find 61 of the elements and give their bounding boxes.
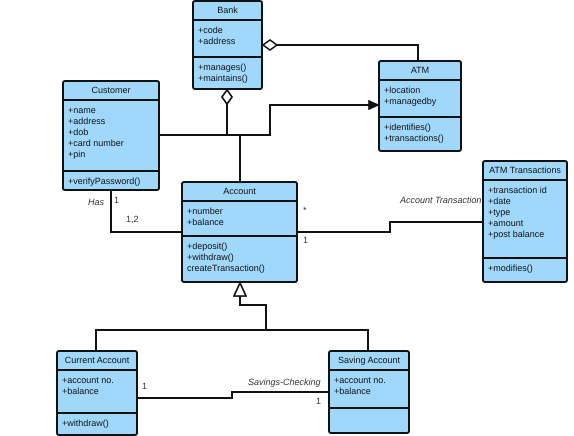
member-text: +location <box>384 85 422 96</box>
member-text: +pin <box>68 149 86 160</box>
class-name: Saving Account <box>336 354 402 367</box>
member-text: +dob <box>68 127 90 138</box>
class-box <box>192 0 263 90</box>
edge-label: Account Transaction <box>399 195 482 206</box>
multiplicity-label: 1 <box>114 195 120 205</box>
class-box <box>328 350 410 434</box>
member-text: +amount <box>488 218 524 229</box>
member-text: +account no. <box>62 375 115 386</box>
member-text: +deposit() <box>187 241 228 252</box>
member-text: +maintains() <box>198 73 249 84</box>
member-text: +code <box>198 25 224 36</box>
association-line <box>110 191 181 233</box>
multiplicity-label: 1 <box>316 396 322 406</box>
arrow <box>160 100 379 136</box>
member-text: +modifies() <box>488 263 534 274</box>
member-text: +withdraw() <box>187 252 235 263</box>
multiplicity-label: 1 <box>303 235 308 245</box>
multiplicity-label: 1,2 <box>126 214 139 224</box>
member-text: +card number <box>68 138 125 149</box>
class-box <box>181 181 298 283</box>
multiplicity-label: 1 <box>142 381 148 391</box>
class-compartment <box>64 170 158 189</box>
member-text: +number <box>187 206 224 217</box>
class-box <box>62 80 160 191</box>
member-text: +balance <box>62 386 100 397</box>
member-text: +post balance <box>488 229 546 240</box>
class-name: Current Account <box>64 354 130 367</box>
member-text: +type <box>488 207 512 218</box>
member-text: createTransaction() <box>187 263 266 274</box>
member-text: +account no. <box>334 375 387 386</box>
member-text: +withdraw() <box>62 418 110 429</box>
member-text: +transaction id <box>488 185 548 196</box>
member-text: +transactions() <box>384 133 445 144</box>
member-text: +date <box>488 196 512 207</box>
class-name: ATM <box>410 64 430 77</box>
member-text: +identifies() <box>384 122 432 133</box>
aggregation-line <box>221 89 241 181</box>
edge-label: Savings-Checking <box>247 377 322 388</box>
multiplicity-label: * <box>303 205 307 215</box>
member-text: +address <box>68 116 106 127</box>
class-box <box>482 160 568 283</box>
member-text: +balance <box>187 217 225 228</box>
generalization-arrow <box>233 282 369 350</box>
class-name: Bank <box>216 4 239 17</box>
aggregation-line <box>262 39 419 60</box>
member-text: +balance <box>334 386 372 397</box>
member-text: +manages() <box>198 62 248 73</box>
class-name: ATM Transactions <box>488 164 562 177</box>
member-text: +address <box>198 36 236 47</box>
member-text: +verifyPassword() <box>68 176 142 187</box>
class-box <box>56 350 138 436</box>
member-text: +managedby <box>384 96 438 107</box>
association-line <box>138 391 328 399</box>
class-name: Account <box>222 185 257 198</box>
association-line <box>298 221 482 233</box>
class-name: Customer <box>90 84 132 97</box>
edge-label: Has <box>87 197 106 208</box>
member-text: +name <box>68 105 97 116</box>
class-box <box>378 60 462 152</box>
